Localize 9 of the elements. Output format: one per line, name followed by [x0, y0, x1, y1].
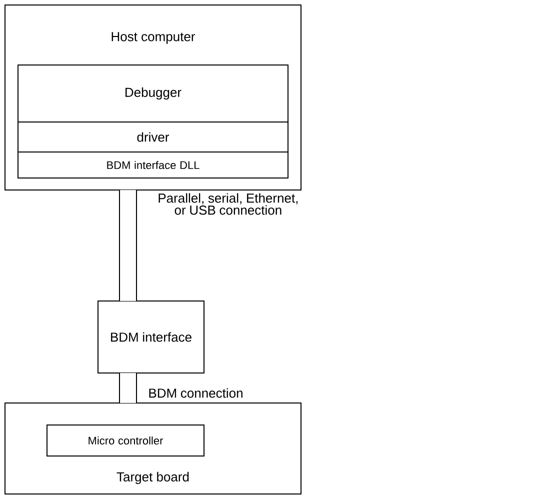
box: BDM interface DLL: [18, 152, 288, 178]
connection-line: [119, 190, 137, 301]
box: Debugger: [18, 64, 288, 122]
edge-label: BDM connection: [149, 388, 242, 398]
connection-line: [119, 373, 137, 403]
box: Micro controller: [46, 424, 204, 456]
box: driver: [18, 122, 288, 152]
edge-label: Parallel, serial, Ethernet, or USB connection: [158, 193, 298, 215]
box: BDM interface: [98, 300, 204, 374]
